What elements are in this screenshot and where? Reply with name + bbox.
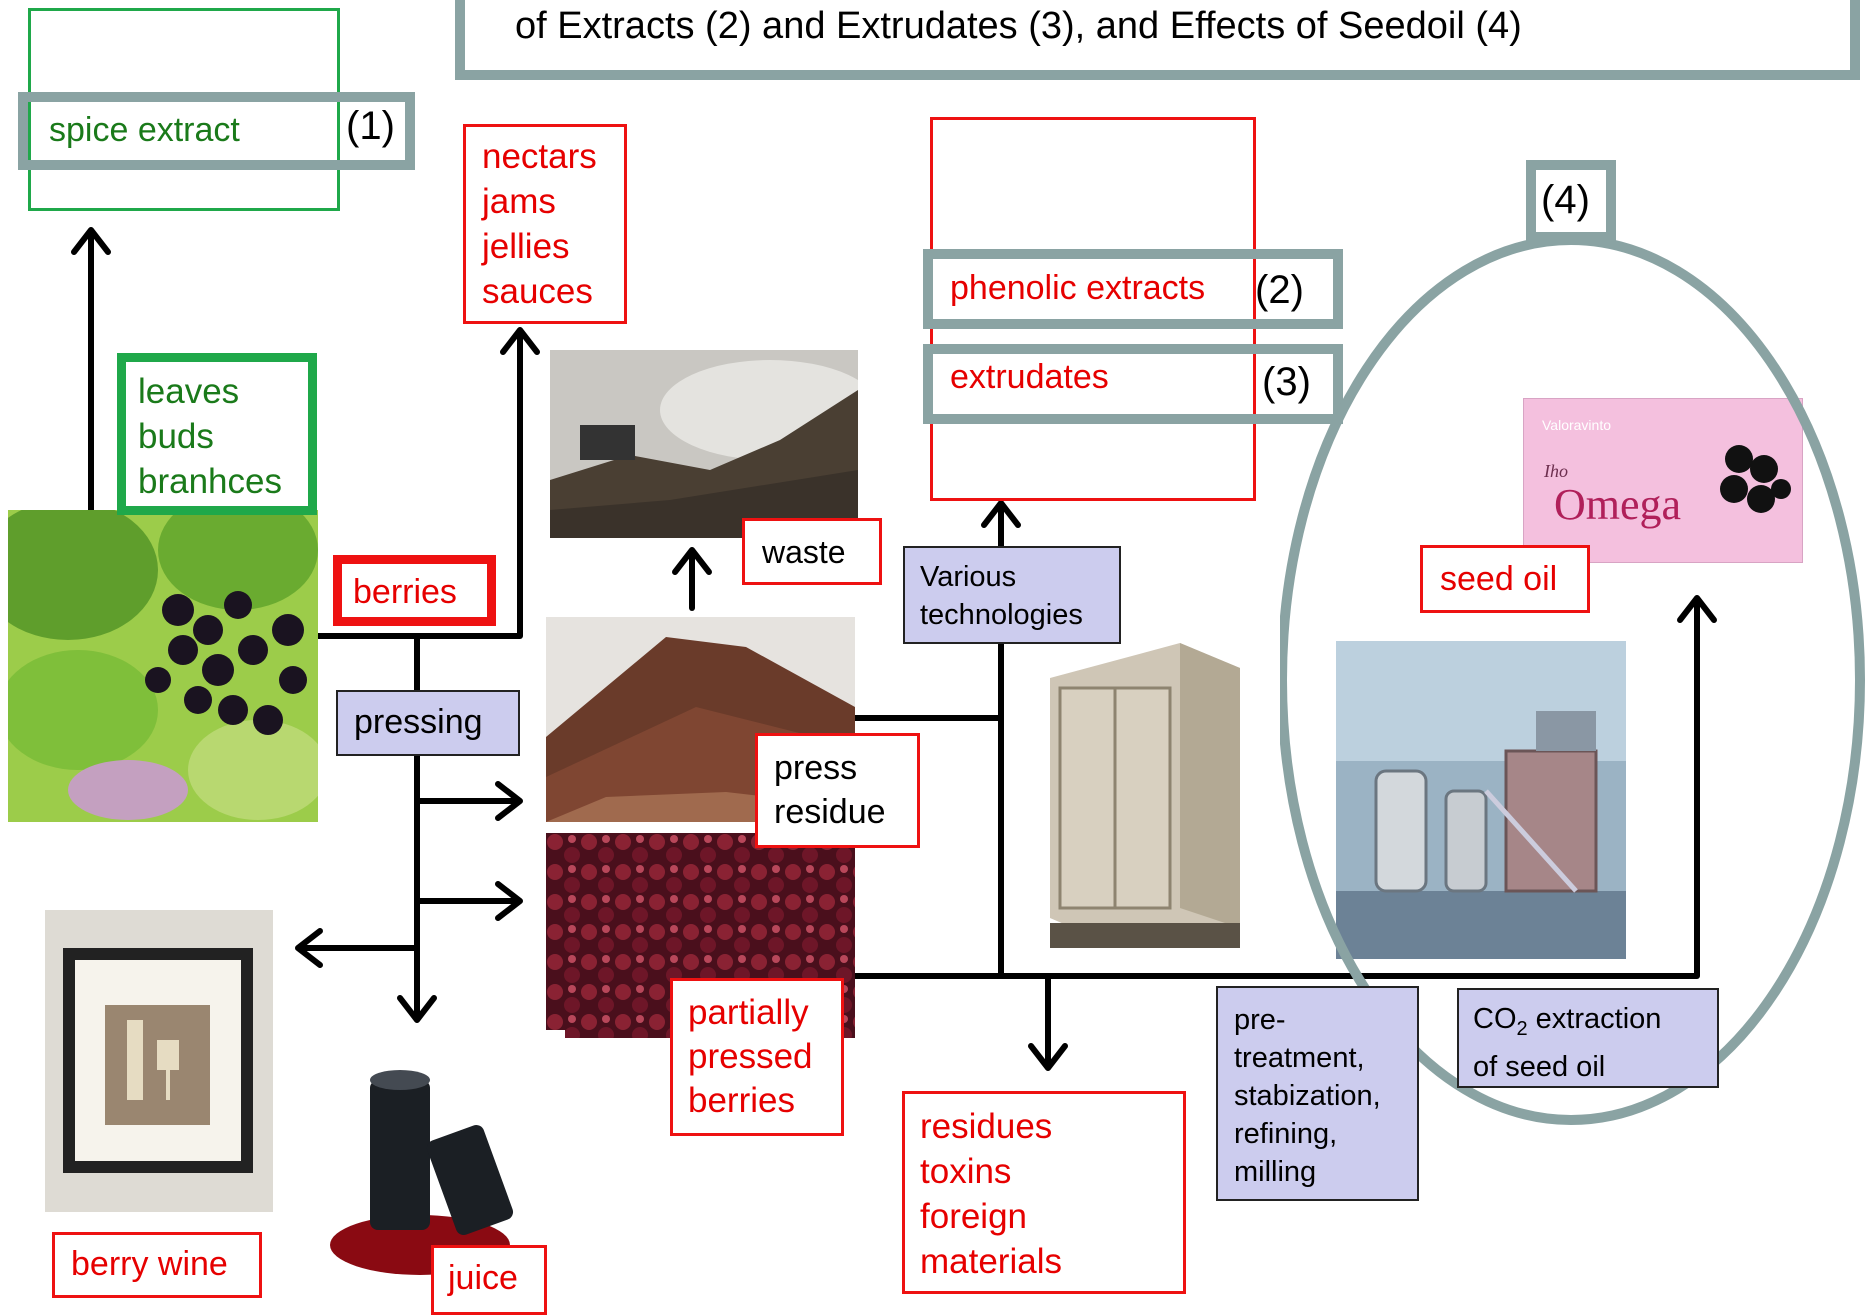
extrudates-frame xyxy=(923,344,1343,424)
marker-3: (3) xyxy=(1262,360,1311,404)
co2-extraction-plant-image xyxy=(1336,641,1626,959)
various-technologies-box xyxy=(903,546,1121,644)
residues-box xyxy=(902,1091,1186,1294)
partially-pressed-box xyxy=(670,978,844,1136)
extrudates-label: extrudates xyxy=(950,358,1109,396)
various-technologies-label: Various technologies xyxy=(920,561,1083,631)
leaves-box xyxy=(117,353,317,515)
spice-extract-label: spice extract xyxy=(49,111,240,149)
phenolic-extracts-frame xyxy=(923,249,1343,329)
omega-product-image: Valoravinto Iho Omega xyxy=(1523,398,1803,563)
residues-label: residues toxins foreign materials xyxy=(920,1107,1062,1281)
press-residue-box xyxy=(755,733,920,848)
phenolic-extracts-label: phenolic extracts xyxy=(950,269,1206,307)
berry-wine-label: berry wine xyxy=(71,1245,228,1283)
seed-oil-box xyxy=(1420,545,1590,613)
co2-prefix: CO xyxy=(1473,1003,1517,1035)
nectars-box xyxy=(463,124,627,324)
juice-barrels-image xyxy=(330,1030,565,1290)
marker-1: (1) xyxy=(346,104,395,148)
press-residue-label: press residue xyxy=(774,749,886,831)
waste-label: waste xyxy=(762,534,846,570)
title-frame xyxy=(455,0,1860,80)
marker-4-frame xyxy=(1526,160,1616,242)
co2-rest: extraction of seed oil xyxy=(1473,1003,1662,1083)
berry-wine-box xyxy=(52,1232,262,1298)
seed-oil-label: seed oil xyxy=(1440,560,1558,598)
product-name: Omega xyxy=(1554,480,1682,529)
product-brand: Valoravinto xyxy=(1542,417,1612,433)
blackcurrant-cluster-icon xyxy=(1720,445,1791,513)
pretreatment-box xyxy=(1216,986,1419,1201)
partially-pressed-label: partially pressed berries xyxy=(688,993,813,1120)
co2-subscript: 2 xyxy=(1516,1017,1528,1040)
waste-box xyxy=(742,518,882,585)
co2-extraction-box xyxy=(1457,988,1719,1088)
pressing-box xyxy=(336,690,520,756)
landfill-waste-image xyxy=(550,350,858,538)
marker-2: (2) xyxy=(1255,268,1304,312)
pretreatment-label: pre- treatment, stabization, refining, m… xyxy=(1234,1004,1381,1188)
nectars-label: nectars jams jellies sauces xyxy=(482,137,597,311)
spice-extract-box xyxy=(28,8,340,211)
title-text: of Extracts (2) and Extrudates (3), and … xyxy=(515,5,1522,47)
berries-box xyxy=(333,555,496,626)
marker-4: (4) xyxy=(1541,178,1590,222)
co2-extraction-label: CO2 extraction of seed oil xyxy=(1473,1000,1661,1086)
blackcurrant-plant-image xyxy=(8,510,318,822)
industrial-machine-image xyxy=(1030,628,1255,958)
spice-extract-frame xyxy=(18,92,415,170)
berries-label: berries xyxy=(353,573,457,611)
berry-wine-image xyxy=(45,910,273,1212)
juice-label: juice xyxy=(448,1259,518,1297)
pressing-label: pressing xyxy=(354,703,483,741)
leaves-label: leaves buds branhces xyxy=(138,372,282,501)
product-line: Iho xyxy=(1544,461,1568,481)
